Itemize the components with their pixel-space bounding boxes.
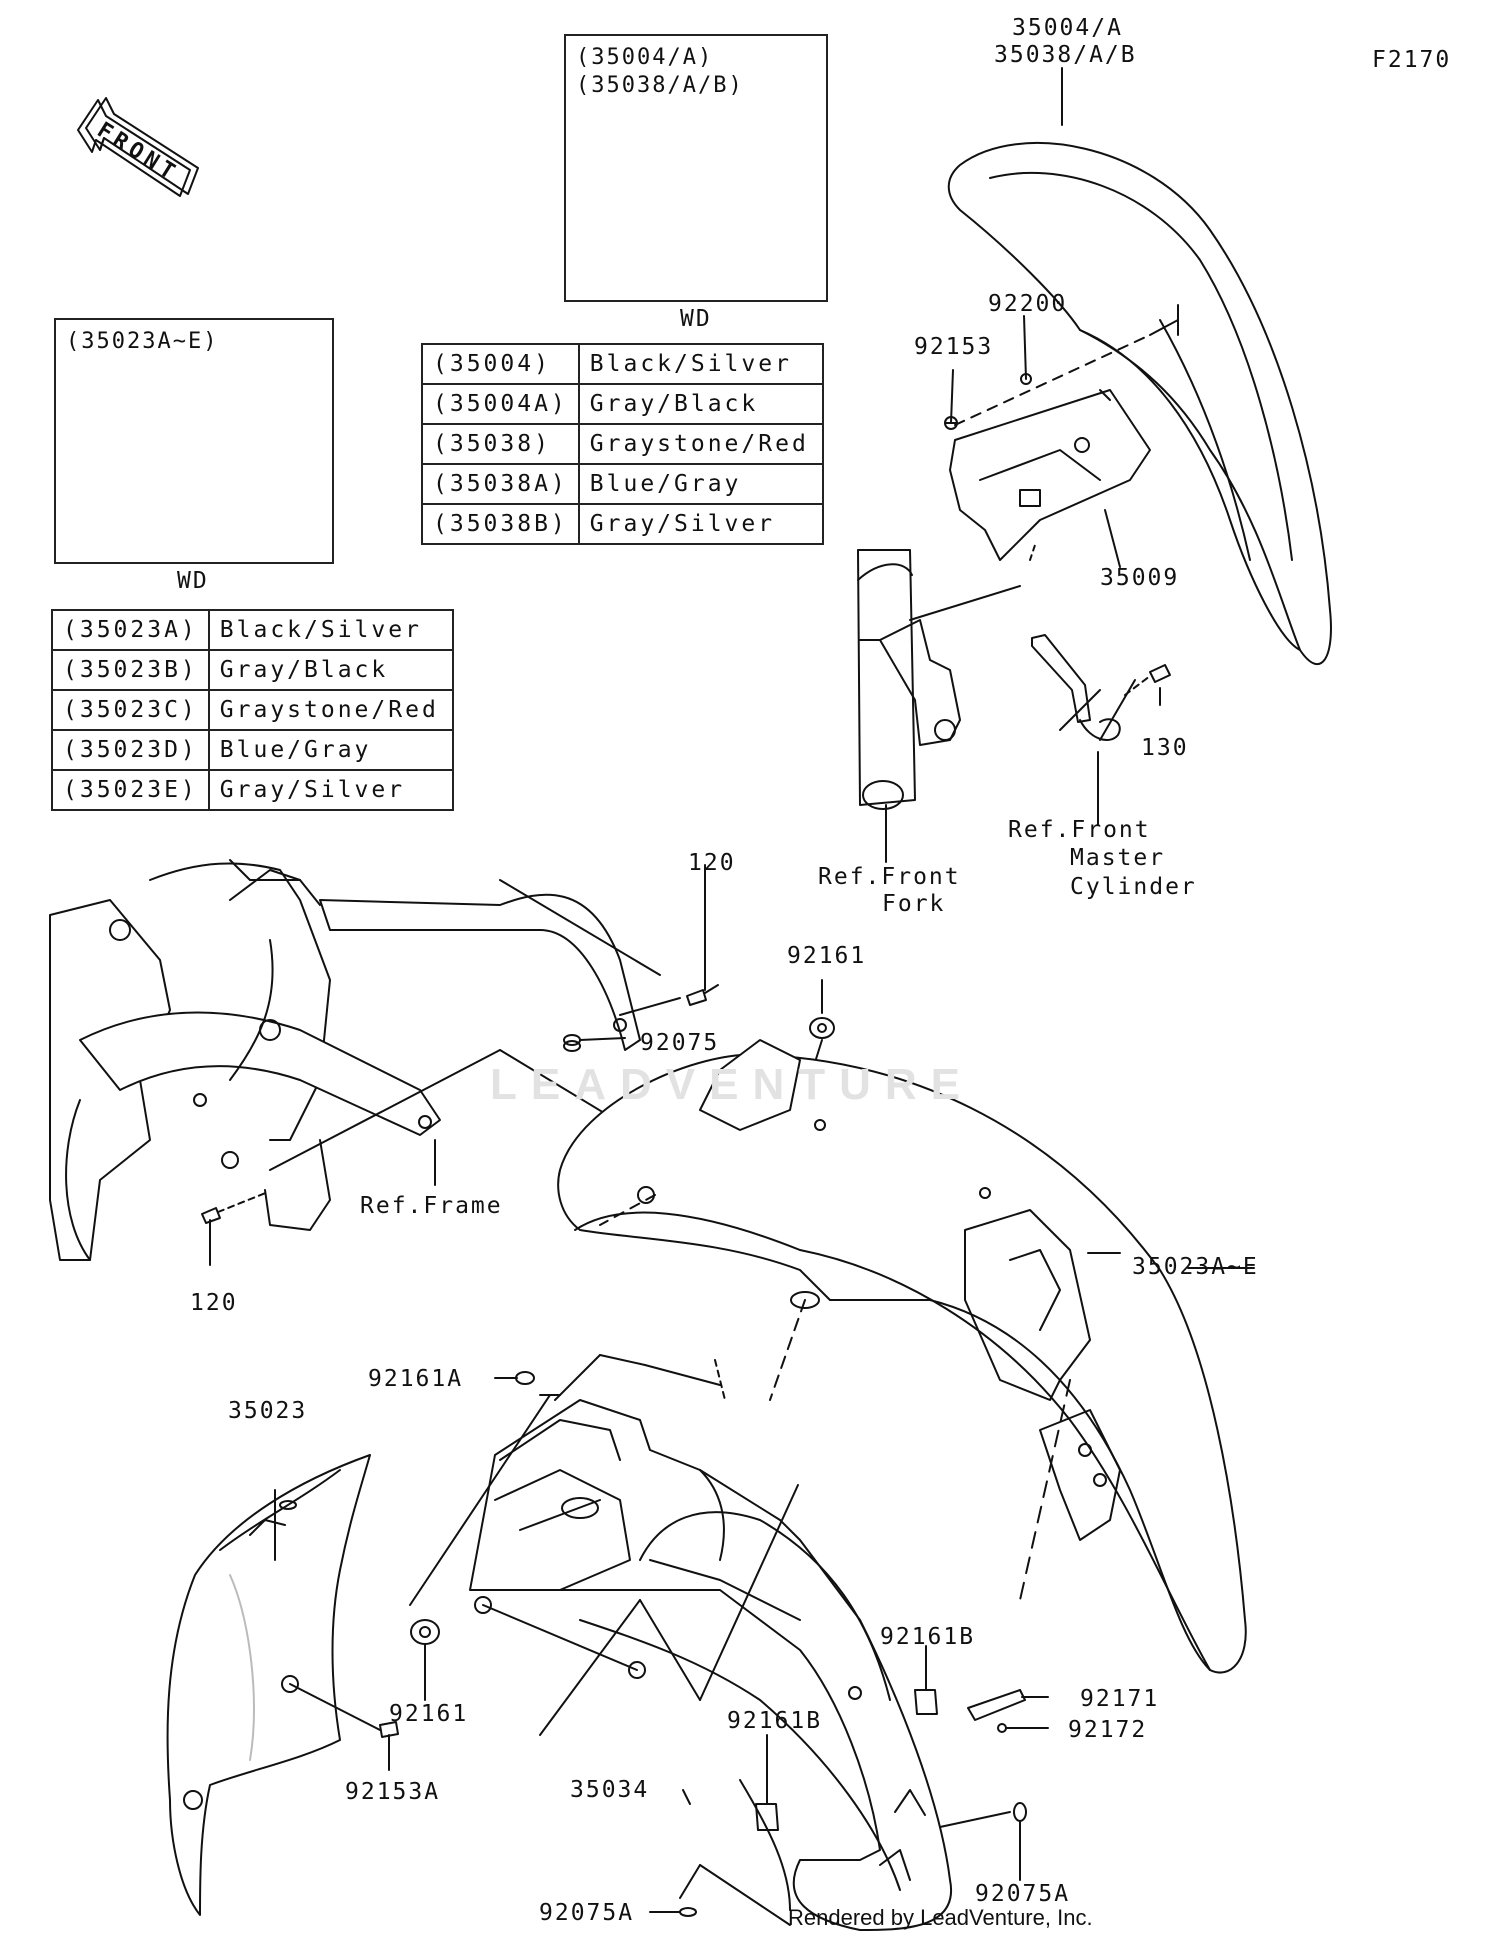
callout-92161A: 92161A	[368, 1366, 464, 1392]
grommet-92075A-right	[1013, 1802, 1027, 1822]
bolt-92172	[997, 1723, 1007, 1733]
inset-front-caption: WD	[680, 306, 712, 332]
table-row: (35023B)Gray/Black	[51, 649, 454, 691]
figure-id-label: F2170	[1372, 47, 1452, 73]
rendered-by-footer: Rendered by LeadVenture, Inc.	[788, 1905, 1093, 1930]
callout-ref-master-1: Ref.Front	[1008, 817, 1151, 843]
callout-92161B-left: 92161B	[727, 1708, 823, 1734]
color-code: (35023C)	[51, 689, 210, 731]
grommet-92075A-left	[679, 1907, 697, 1917]
color-code: (35023A)	[51, 609, 210, 651]
table-row: (35004A)Gray/Black	[421, 383, 824, 425]
table-row: (35038)Graystone/Red	[421, 423, 824, 465]
table-row: (35023E)Gray/Silver	[51, 769, 454, 811]
washer-92161-top	[809, 1017, 835, 1039]
inset-rear-caption: WD	[177, 568, 209, 594]
watermark-text: LEADVENTURE	[490, 1060, 975, 1109]
table-row: (35023A)Black/Silver	[51, 609, 454, 651]
pad-92161B-left	[755, 1803, 779, 1831]
clip-92171	[967, 1689, 1026, 1721]
table-row: (35023C)Graystone/Red	[51, 689, 454, 731]
callout-35023: 35023	[228, 1398, 308, 1424]
inset-front-fender-box: (35004/A) (35038/A/B)	[564, 34, 828, 302]
frame-drawing	[49, 859, 641, 1261]
callout-92161-top: 92161	[787, 943, 867, 969]
inner-fender-35034-drawing	[469, 1399, 953, 1931]
bolt-130	[1149, 664, 1171, 683]
callout-92075: 92075	[640, 1030, 720, 1056]
color-code: (35023D)	[51, 729, 210, 771]
callout-35004A: 35004/A	[1012, 15, 1123, 41]
inset-front-title: (35004/A) (35038/A/B)	[576, 45, 744, 98]
color-code: (35004)	[421, 343, 580, 385]
bolt-120-bottom	[201, 1191, 269, 1224]
color-name: Black/Silver	[577, 343, 824, 385]
callout-ref-frame: Ref.Frame	[360, 1193, 503, 1219]
callout-35023AE: 35023A~E	[1132, 1254, 1259, 1280]
callout-35038AB: 35038/A/B	[994, 42, 1137, 68]
color-code: (35004A)	[421, 383, 580, 425]
callout-ref-front-fork-1: Ref.Front	[818, 864, 961, 890]
callout-92075A-right: 92075A	[975, 1881, 1071, 1907]
color-name: Gray/Black	[207, 649, 454, 691]
callout-92172: 92172	[1068, 1717, 1148, 1743]
front-fender-drawing	[947, 141, 1332, 665]
color-name: Black/Silver	[207, 609, 454, 651]
callout-ref-front-fork-2: Fork	[882, 891, 946, 917]
color-name: Graystone/Red	[577, 423, 824, 465]
mud-guard-35023-drawing	[166, 1454, 381, 1916]
color-name: Blue/Gray	[207, 729, 454, 771]
callout-92200: 92200	[988, 291, 1068, 317]
callout-35009: 35009	[1100, 565, 1180, 591]
callout-120-bottom: 120	[190, 1290, 238, 1316]
front-fender-color-table: (35004)Black/Silver (35004A)Gray/Black (…	[421, 343, 824, 545]
rear-fender-color-table: (35023A)Black/Silver (35023B)Gray/Black …	[51, 609, 454, 811]
callout-120-top: 120	[688, 850, 736, 876]
callout-92153: 92153	[914, 334, 994, 360]
color-name: Gray/Black	[577, 383, 824, 425]
callout-ref-master-3: Cylinder	[1070, 874, 1197, 900]
washer-92161-bottom	[410, 1619, 440, 1645]
color-name: Gray/Silver	[577, 503, 824, 545]
bolt-120-top	[686, 984, 719, 1006]
table-row: (35038A)Blue/Gray	[421, 463, 824, 505]
callout-35034: 35034	[570, 1777, 650, 1803]
color-code: (35038)	[421, 423, 580, 465]
pad-92161B-right	[914, 1689, 938, 1715]
table-row: (35038B)Gray/Silver	[421, 503, 824, 545]
grommet-92075	[563, 1034, 581, 1052]
callout-92161B-right: 92161B	[880, 1624, 976, 1650]
color-name: Gray/Silver	[207, 769, 454, 811]
front-fork-drawing	[857, 549, 961, 810]
callout-92161-bottom: 92161	[389, 1701, 469, 1727]
color-code: (35038B)	[421, 503, 580, 545]
color-name: Graystone/Red	[207, 689, 454, 731]
callout-ref-master-2: Master	[1070, 845, 1166, 871]
pad-92161A	[515, 1371, 535, 1385]
bolt-92153A	[379, 1721, 399, 1771]
callout-92171: 92171	[1080, 1686, 1160, 1712]
color-code: (35038A)	[421, 463, 580, 505]
color-name: Blue/Gray	[577, 463, 824, 505]
color-code: (35023B)	[51, 649, 210, 691]
rear-fender-35023AE-drawing	[557, 1039, 1247, 1674]
front-arrow-icon	[77, 97, 199, 197]
callout-92153A: 92153A	[345, 1779, 441, 1805]
color-code: (35023E)	[51, 769, 210, 811]
inset-rear-fender-box: (35023A~E)	[54, 318, 334, 564]
fender-bracket-35009	[949, 389, 1151, 561]
table-row: (35023D)Blue/Gray	[51, 729, 454, 771]
callout-130: 130	[1141, 735, 1189, 761]
table-row: (35004)Black/Silver	[421, 343, 824, 385]
callout-92075A-left: 92075A	[539, 1900, 635, 1926]
master-cylinder-bracket	[1031, 634, 1121, 741]
inset-rear-title: (35023A~E)	[66, 329, 219, 354]
